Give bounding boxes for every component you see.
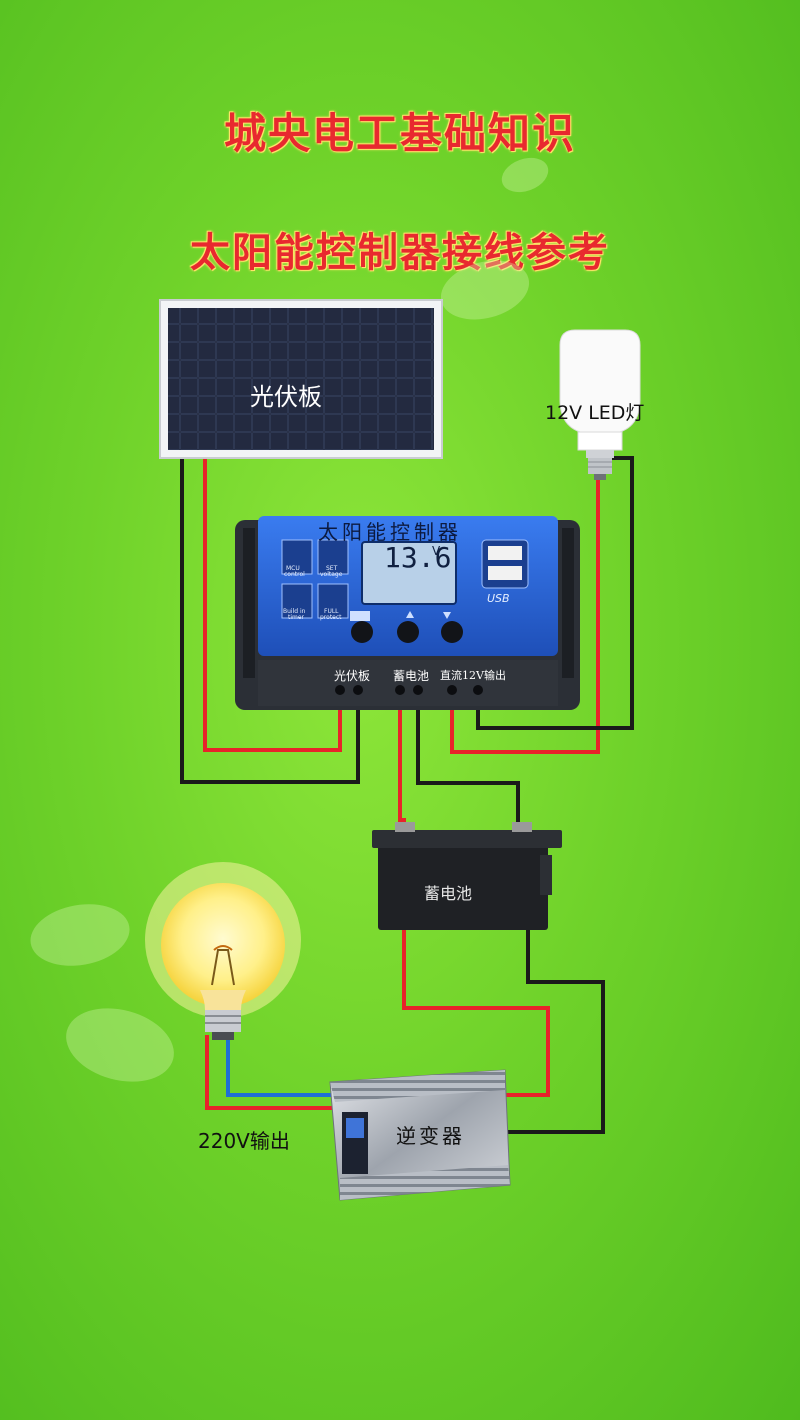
page-title: 城央电工基础知识: [223, 109, 576, 158]
battery-label: 蓄电池: [424, 884, 473, 903]
decorative-leaves: [30, 157, 549, 1082]
wire-solar-negative: [180, 455, 360, 784]
inverter-icon: [329, 1069, 511, 1201]
controller-icon-sublabel: voltage: [320, 571, 343, 578]
controller-icon-label: Build in: [283, 608, 306, 615]
led-lamp-icon: [559, 329, 641, 480]
controller-icon-sublabel: timer: [288, 614, 305, 621]
wire-inverter-negative: [505, 895, 605, 1134]
wire-ac-neutral: [226, 1035, 350, 1097]
solar-panel: [159, 299, 443, 459]
controller-display-unit: V: [432, 544, 441, 558]
wire-led-negative: [476, 456, 634, 730]
terminal-label-dc-output: 直流12V输出: [440, 669, 506, 682]
battery-icon: [372, 822, 562, 930]
ac-output-label: 220V输出: [198, 1129, 290, 1153]
wire-led-positive: [450, 478, 600, 754]
solar-panel-label: 光伏板: [250, 383, 322, 411]
wire-battery-positive: [398, 688, 550, 1097]
terminal-label-battery: 蓄电池: [393, 669, 430, 683]
controller-icon-label: SET: [326, 565, 338, 572]
controller-display-value: 13.6: [384, 541, 452, 574]
incandescent-bulb-icon: [145, 862, 301, 1040]
inverter-label: 逆变器: [396, 1124, 465, 1148]
solar-controller: [235, 516, 580, 710]
controller-icon-sublabel: protect: [320, 614, 342, 621]
controller-usb-label: USB: [487, 592, 510, 605]
terminal-label-solar: 光伏板: [334, 669, 371, 683]
led-lamp-label: 12V LED灯: [545, 402, 645, 424]
controller-icon-label: MCU: [286, 565, 300, 572]
controller-icon-sublabel: control: [284, 571, 305, 578]
wires: [180, 455, 634, 1134]
controller-icon-label: FULL: [324, 608, 339, 615]
controller-name: 太阳能控制器: [318, 520, 462, 544]
wire-ac-live: [205, 1035, 350, 1110]
page-subtitle: 太阳能控制器接线参考: [190, 230, 610, 276]
wire-battery-negative: [416, 688, 520, 840]
wire-solar-positive: [203, 455, 342, 752]
